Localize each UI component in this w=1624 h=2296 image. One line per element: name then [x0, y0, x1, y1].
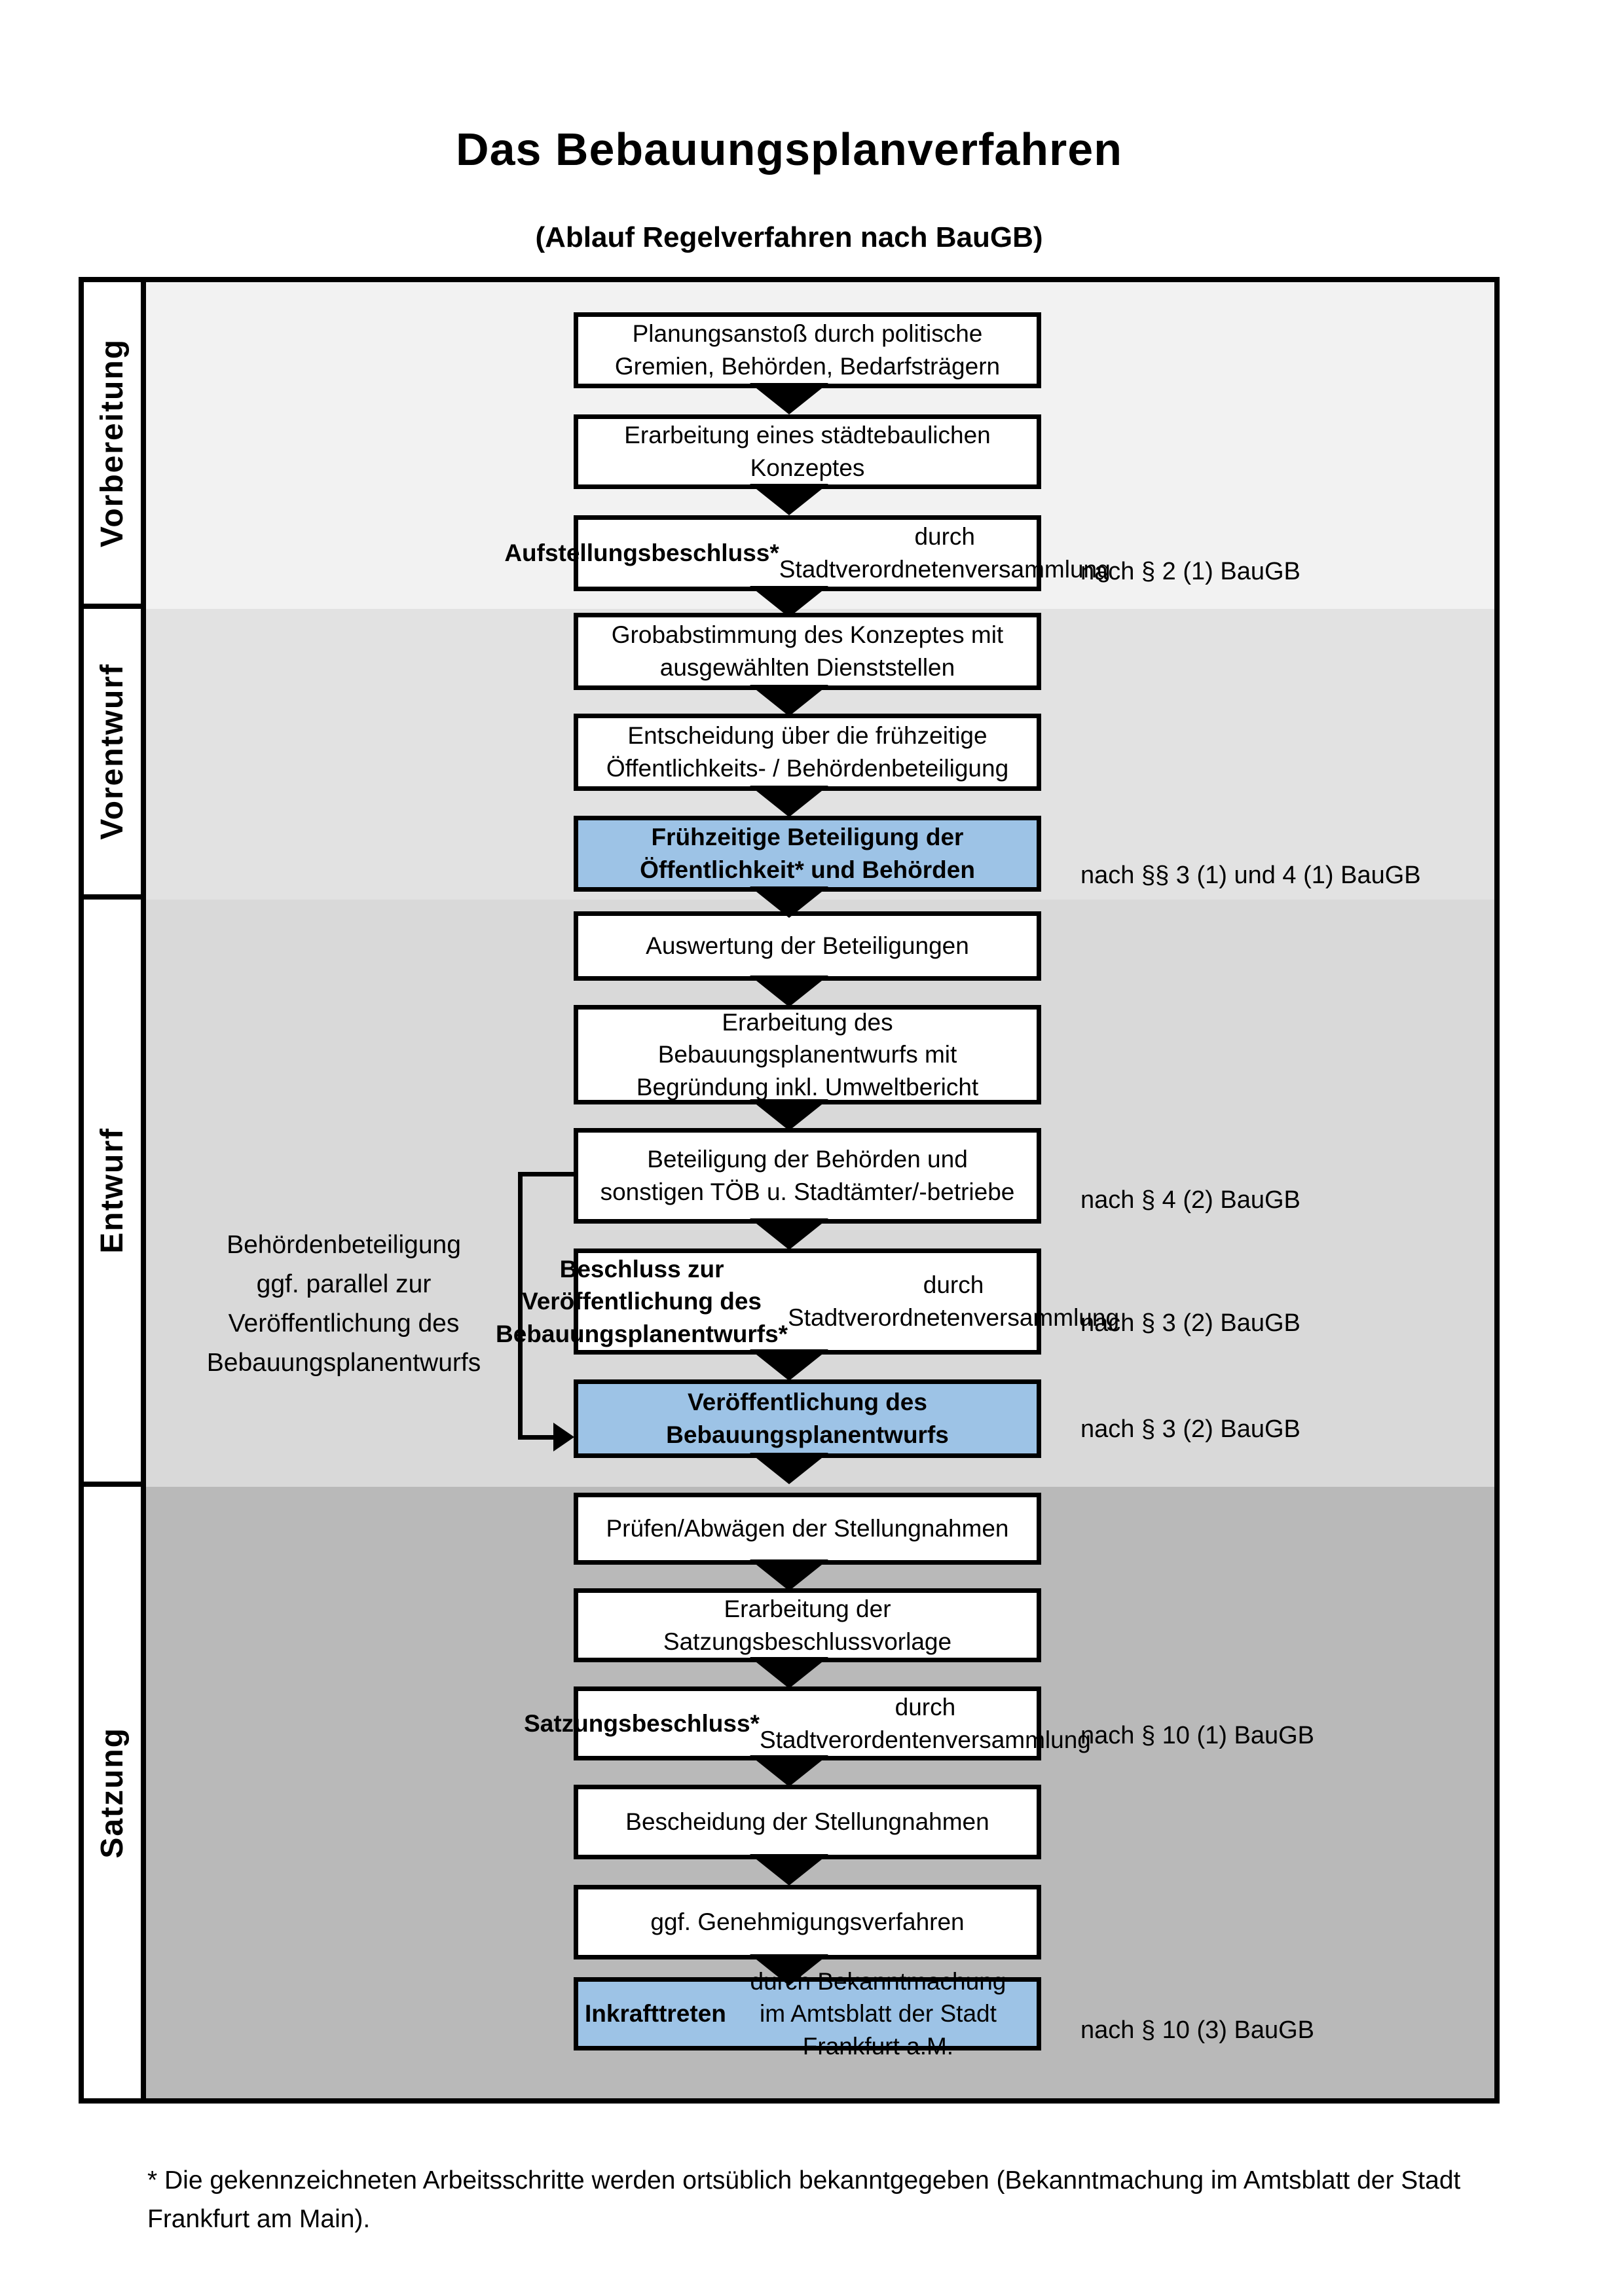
flow-arrow-icon: [750, 1453, 828, 1484]
legal-ref: nach § 2 (1) BauGB: [1080, 558, 1301, 585]
phase-label-satzung: Satzung: [79, 1482, 146, 2104]
step-box-entwurf-erarbeitung: Erarbeitung des Bebauungsplanentwurfs mi…: [574, 1005, 1041, 1104]
step-box-planungsanstoss: Planungsanstoß durch politische Gremien,…: [574, 312, 1041, 388]
flow-arrow-icon: [750, 1954, 828, 1986]
step-box-satzungsvorlage: Erarbeitung der Satzungsbeschlussvorlage: [574, 1588, 1041, 1662]
legal-ref: nach § 3 (2) BauGB: [1080, 1309, 1301, 1337]
step-box-satzungsbeschluss: Satzungsbeschluss* durch Stadtverordente…: [524, 1686, 1091, 1760]
legal-ref: nach § 10 (3) BauGB: [1080, 2016, 1314, 2044]
step-box-auswertung: Auswertung der Beteiligungen: [574, 911, 1041, 981]
parallel-process-note: Behördenbeteiligung ggf. parallel zur Ve…: [206, 1231, 481, 1377]
phase-label-vorentwurf: Vorentwurf: [79, 604, 146, 900]
flow-arrow-icon: [750, 586, 828, 617]
footnote: * Die gekennzeichneten Arbeitsschritte w…: [147, 2166, 1461, 2233]
legal-ref: nach § 3 (2) BauGB: [1080, 1415, 1301, 1443]
parallel-connector-top-line: [518, 1172, 574, 1176]
step-box-aufstellungsbeschluss: Aufstellungsbeschluss* durch Stadtverord…: [504, 515, 1111, 591]
flow-arrow-icon: [750, 1657, 828, 1688]
flow-arrow-icon: [750, 786, 828, 817]
step-box-inkrafttreten: Inkrafttreten durch Bekanntmachung im Am…: [574, 1968, 1041, 2060]
step-box-veroeffentlichung: Veröffentlichung des Bebauungsplanentwur…: [574, 1379, 1041, 1458]
flow-arrow-icon: [750, 1755, 828, 1787]
step-box-genehmigungsverfahren: ggf. Genehmigungsverfahren: [574, 1885, 1041, 1959]
page-title: Das Bebauungsplanverfahren: [456, 124, 1122, 175]
step-box-konzept-erarbeitung: Erarbeitung eines städtebaulichen Konzep…: [574, 414, 1041, 489]
step-box-veroeffentlichungsbeschluss: Beschluss zur Veröffentlichung des Bebau…: [496, 1248, 1119, 1355]
step-box-entscheidung-beteiligung: Entscheidung über die frühzeitige Öffent…: [574, 714, 1041, 791]
flow-arrow-icon: [750, 1854, 828, 1886]
flow-arrow-icon: [750, 975, 828, 1007]
step-box-fruehzeitige-beteiligung: Frühzeitige Beteiligung der Öffentlichke…: [574, 816, 1041, 892]
legal-ref: nach §§ 3 (1) und 4 (1) BauGB: [1080, 862, 1421, 889]
phase-label-vorbereitung: Vorbereitung: [79, 277, 146, 609]
parallel-connector-vertical-line: [518, 1172, 523, 1437]
flow-arrow-icon: [750, 685, 828, 716]
parallel-connector-arrowhead-icon: [553, 1423, 574, 1451]
flow-arrow-icon: [750, 1349, 828, 1381]
flow-arrow-icon: [750, 1099, 828, 1131]
step-box-grobabstimmung: Grobabstimmung des Konzeptes mit ausgewä…: [574, 613, 1041, 690]
step-box-pruefen-abwaegen: Prüfen/Abwägen der Stellungnahmen: [574, 1493, 1041, 1565]
flow-arrow-icon: [750, 1559, 828, 1591]
flow-arrow-icon: [750, 886, 828, 918]
flow-arrow-icon: [750, 1218, 828, 1250]
page-subtitle: (Ablauf Regelverfahren nach BauGB): [535, 221, 1043, 253]
step-box-behoerdenbeteiligung: Beteiligung der Behörden und sonstigen T…: [574, 1128, 1041, 1224]
legal-ref: nach § 4 (2) BauGB: [1080, 1186, 1301, 1214]
step-box-bescheidung: Bescheidung der Stellungnahmen: [574, 1785, 1041, 1859]
phase-label-entwurf: Entwurf: [79, 894, 146, 1487]
flow-arrow-icon: [750, 383, 828, 414]
flow-arrow-icon: [750, 484, 828, 515]
parallel-connector-bottom-line: [518, 1435, 559, 1440]
legal-ref: nach § 10 (1) BauGB: [1080, 1722, 1314, 1749]
